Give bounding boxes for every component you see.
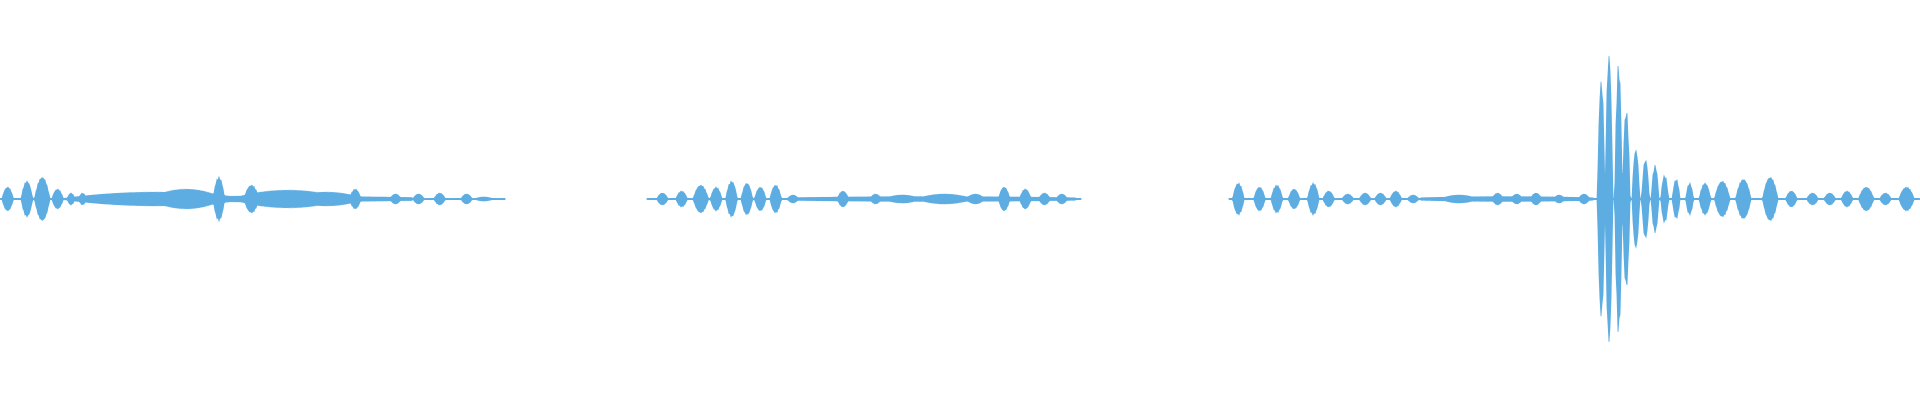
waveform-segments: [0, 56, 1920, 342]
waveform-segment-2: [646, 180, 1082, 218]
waveform-segment-3: [1228, 56, 1920, 342]
waveform-segment-1: [0, 175, 506, 223]
